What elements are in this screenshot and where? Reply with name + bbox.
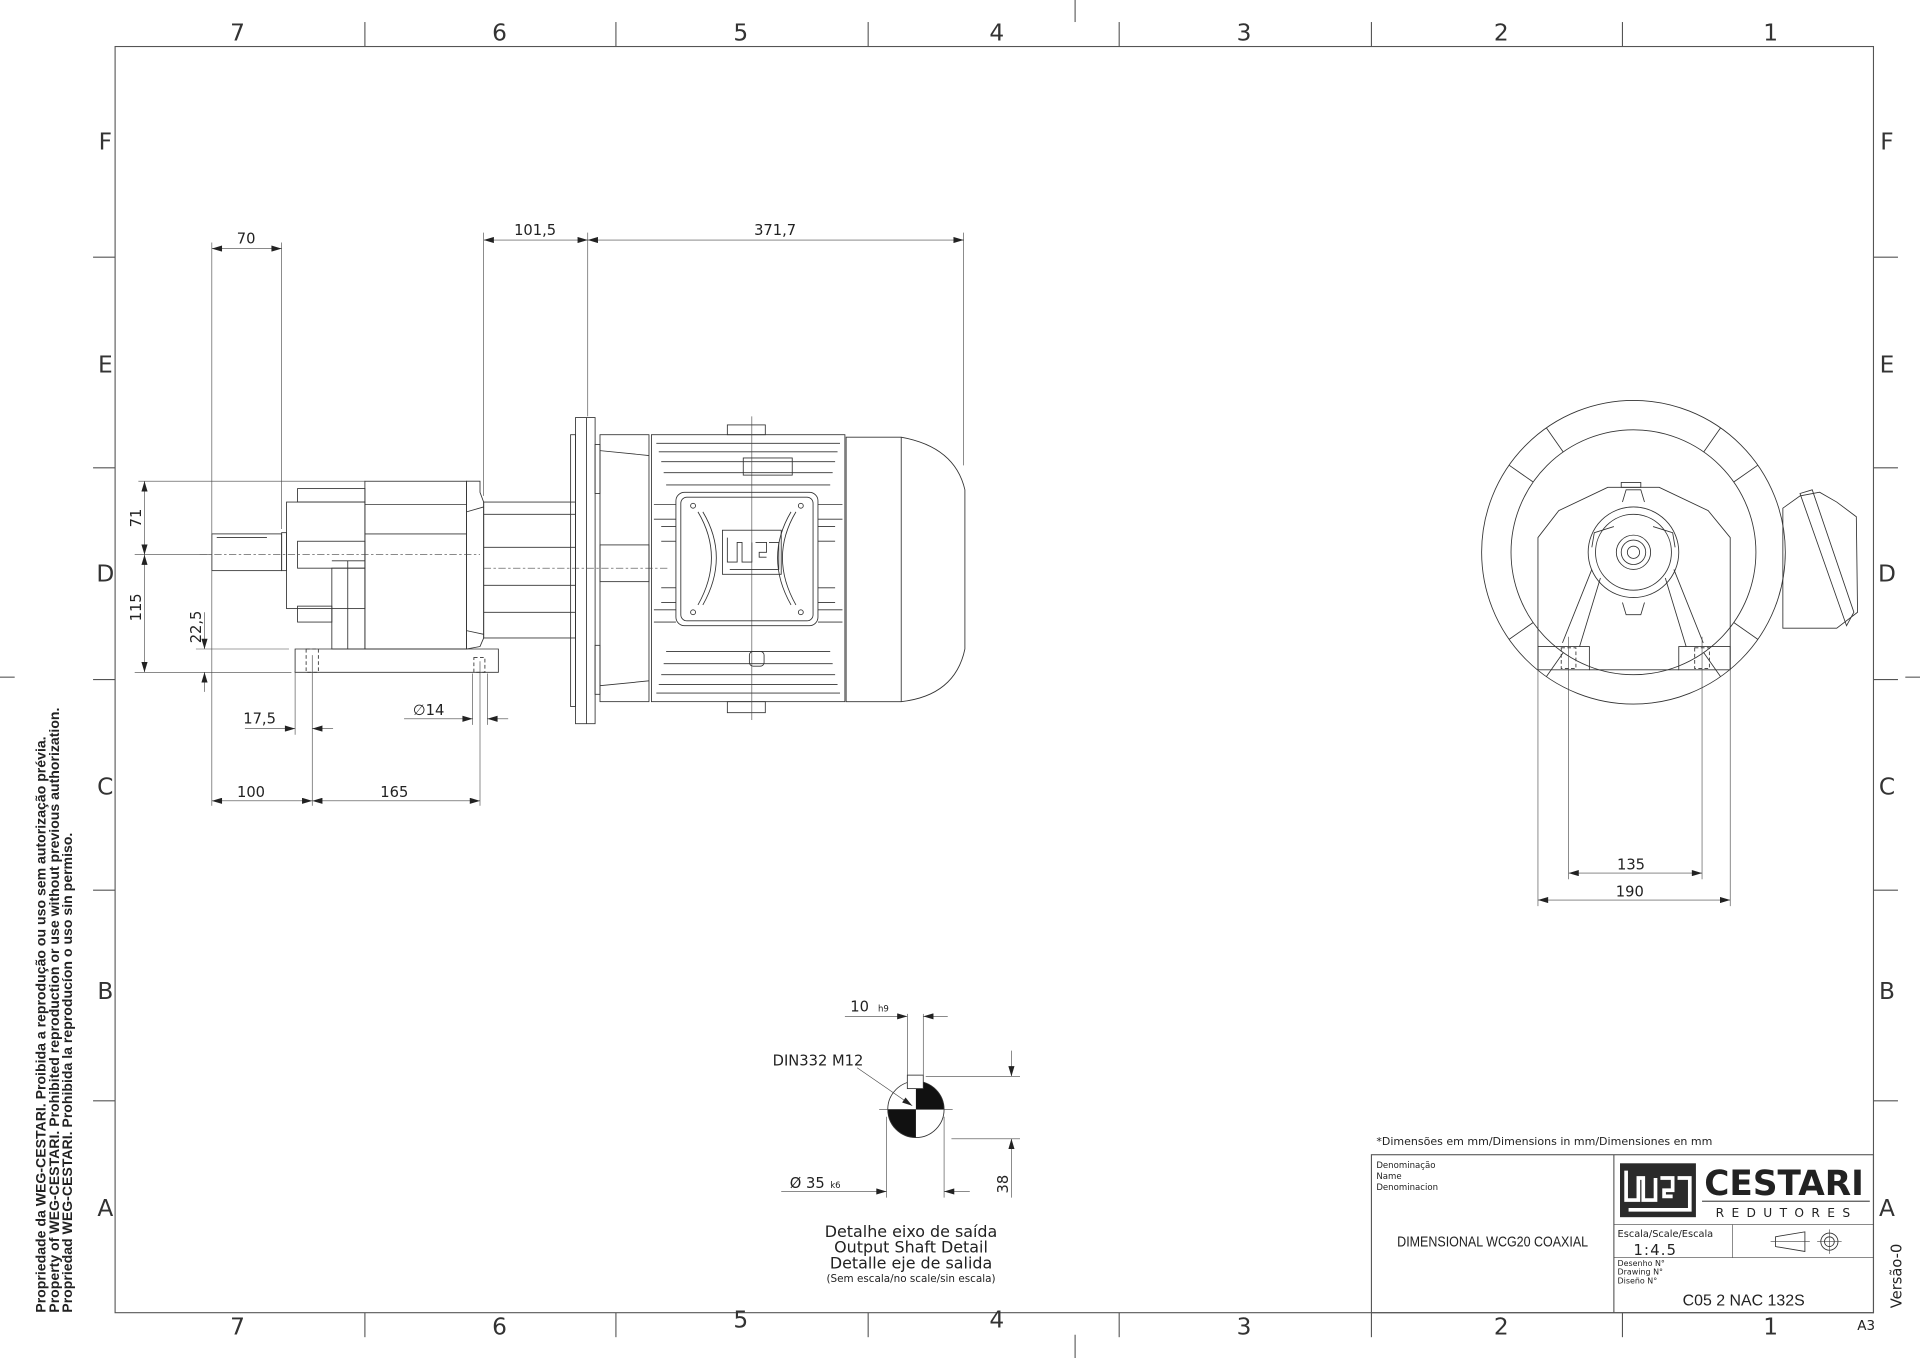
motor-flange <box>570 417 601 725</box>
dimension-diameter-14: ∅14 <box>413 702 444 719</box>
dimension-101-5: 101,5 <box>514 222 556 239</box>
weg-cestari-logo: WEG CESTARI REDUTORES <box>1620 1163 1870 1220</box>
row-label: A <box>97 1195 113 1222</box>
dimension-17-5: 17,5 <box>243 711 276 728</box>
drawing-line <box>1546 652 1564 677</box>
column-label: 7 <box>230 1314 245 1341</box>
row-label: D <box>1878 561 1896 588</box>
paper-size: A3 <box>1857 1319 1875 1334</box>
disclaimer-line: Propriedade da WEG-CESTARI. Proibida a r… <box>32 736 48 1312</box>
terminal-box-side <box>1782 489 1858 629</box>
end-view: 135 190 <box>1481 399 1858 907</box>
row-label: F <box>99 128 112 155</box>
column-label: 4 <box>989 19 1004 46</box>
scale-label: Escala/Scale/Escala <box>1618 1229 1714 1240</box>
drawing-number-label: Diseño N° <box>1618 1276 1658 1285</box>
column-label: 6 <box>492 1314 507 1341</box>
gear-housing <box>286 480 499 673</box>
drawing-number-label: Drawing N° <box>1618 1268 1663 1277</box>
weg-logo-icon <box>722 529 782 575</box>
shaft-diameter-tolerance: k6 <box>830 1181 840 1191</box>
projection-symbol-icon <box>1770 1229 1842 1254</box>
row-label: E <box>98 351 113 378</box>
dimension-115: 115 <box>128 593 145 621</box>
drawing-number: C05 2 NAC 132S <box>1683 1292 1805 1309</box>
detail-caption-en: Output Shaft Detail <box>834 1238 988 1257</box>
drawing-line <box>1703 427 1721 453</box>
drawing-line <box>1733 464 1759 483</box>
title-block: *Dimensões em mm/Dimensions in mm/Dimens… <box>1370 1135 1875 1314</box>
row-label: A <box>1879 1195 1895 1222</box>
row-labels-right: F E D C B A <box>1878 128 1896 1222</box>
side-view-dimensions: 70 101,5 371,7 71 115 22,5 17,5 ∅14 100 … <box>128 222 964 806</box>
drawing-title: DIMENSIONAL WCG20 COAXIAL <box>1397 1234 1588 1250</box>
drawing-line <box>1546 427 1564 453</box>
dimension-190: 190 <box>1616 883 1644 900</box>
version-label: Versão-0 <box>1889 1244 1906 1309</box>
output-shaft-detail: 10 h9 DIN332 M12 38 Ø 35 k6 Detalhe eixo… <box>773 998 1020 1285</box>
column-label: 6 <box>492 19 507 46</box>
dimension-100: 100 <box>237 784 265 801</box>
dimension-71: 71 <box>128 509 145 528</box>
disclaimer-line: Property of WEG-CESTARI. Prohibited repr… <box>46 708 62 1313</box>
row-label: B <box>1879 978 1895 1005</box>
side-view: 70 101,5 371,7 71 115 22,5 17,5 ∅14 100 … <box>128 222 966 806</box>
column-labels-top: 7 6 5 4 3 2 1 <box>230 19 1778 46</box>
drawing-line <box>1508 464 1534 483</box>
row-labels-left: F E D C B A <box>96 128 114 1222</box>
column-label: 7 <box>230 19 245 46</box>
dimension-70: 70 <box>237 231 256 248</box>
name-label: Denominacion <box>1376 1183 1438 1193</box>
copyright-disclaimer: Propriedade da WEG-CESTARI. Proibida a r… <box>32 708 75 1313</box>
column-label: 5 <box>733 19 748 46</box>
column-label: 3 <box>1237 19 1252 46</box>
column-label: 1 <box>1763 19 1778 46</box>
column-label: 2 <box>1494 19 1509 46</box>
row-label: B <box>97 978 113 1005</box>
center-hole-label: DIN332 M12 <box>773 1052 864 1069</box>
row-label: E <box>1880 351 1895 378</box>
column-label: 4 <box>989 1306 1004 1333</box>
column-label: 5 <box>733 1306 748 1333</box>
output-shaft <box>211 532 287 572</box>
name-label: Name <box>1376 1172 1401 1182</box>
logo-subtitle: REDUTORES <box>1716 1206 1858 1220</box>
electric-motor <box>599 416 966 721</box>
dimension-371-7: 371,7 <box>754 222 796 239</box>
motor-adaptor <box>483 501 576 639</box>
column-label: 3 <box>1237 1314 1252 1341</box>
column-labels-bottom: 7 6 5 4 3 2 1 <box>230 1306 1778 1340</box>
detail-scale-note: (Sem escala/no scale/sin escala) <box>827 1273 996 1285</box>
dimension-165: 165 <box>380 784 408 801</box>
scale-value: 1:4.5 <box>1633 1242 1677 1259</box>
row-label: C <box>1879 774 1895 801</box>
key-tolerance: h9 <box>878 1004 889 1014</box>
drawing-line <box>1733 622 1759 640</box>
row-label: F <box>1880 128 1893 155</box>
column-label: 1 <box>1763 1314 1778 1341</box>
logo-name: CESTARI <box>1704 1164 1864 1204</box>
detail-caption-es: Detalle eje de salida <box>830 1254 992 1273</box>
drawing-line <box>1508 622 1534 640</box>
fan-cover <box>845 436 966 703</box>
column-label: 2 <box>1494 1314 1509 1341</box>
name-label: Denominação <box>1376 1161 1435 1171</box>
units-note: *Dimensões em mm/Dimensions in mm/Dimens… <box>1376 1135 1712 1148</box>
dimension-22-5: 22,5 <box>188 611 205 644</box>
shaft-height-dimension: 38 <box>995 1175 1012 1194</box>
disclaimer-line: Propriedad WEG-CESTARI. Prohibida la rep… <box>59 833 75 1313</box>
dimension-135: 135 <box>1617 856 1645 873</box>
detail-caption-pt: Detalhe eixo de saída <box>825 1222 998 1241</box>
terminal-box <box>675 491 819 627</box>
shaft-diameter: Ø 35 <box>790 1175 825 1192</box>
row-label: C <box>97 774 113 801</box>
logo-brand: WEG <box>1658 1214 1661 1216</box>
drawing-number-label: Desenho N° <box>1618 1259 1665 1268</box>
row-label: D <box>96 561 114 588</box>
key-width: 10 <box>850 998 869 1015</box>
drawing-line <box>1703 652 1721 677</box>
